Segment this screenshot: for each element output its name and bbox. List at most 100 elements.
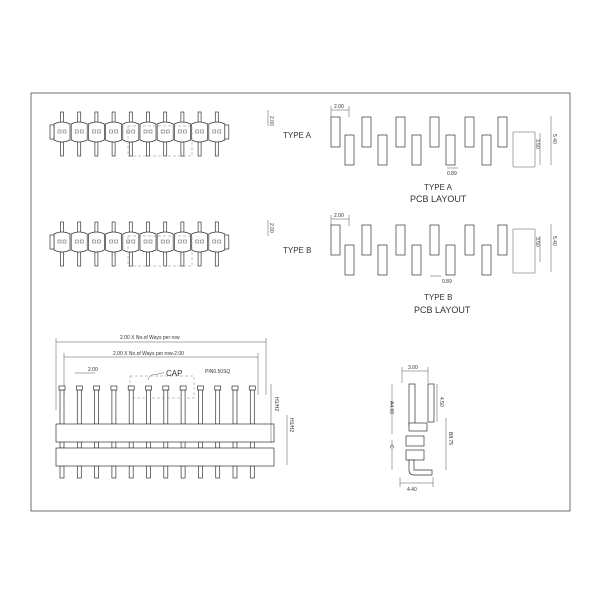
type-a-contact	[92, 129, 96, 134]
front-view: 2.00 X No.of Ways per row 2.00 X No.of W…	[55, 335, 294, 479]
type-a-row-dim-label: 3.50	[534, 139, 540, 149]
type-a-contact	[57, 129, 62, 134]
front-pin-tip	[145, 385, 152, 391]
type-a-pad	[344, 134, 355, 166]
type-b-height-dim-label: 2.00	[268, 223, 274, 233]
type-a-pad	[429, 116, 440, 148]
type-b-pad-width-label: 0.89	[442, 279, 452, 285]
type-a-housing-lobe	[139, 121, 157, 143]
type-a-height-dim-label: 2.00	[268, 116, 274, 126]
type-b-pad	[330, 224, 341, 256]
type-a-pad	[377, 134, 388, 166]
type-b-contact	[109, 239, 113, 244]
type-b-pcb-type-label: TYPE B	[424, 293, 452, 302]
type-b-pin-bottom	[146, 251, 150, 267]
overall-length-dim-label: 2.00 X No.of Ways per row	[120, 335, 180, 341]
type-b-contact	[74, 239, 79, 244]
type-a-housing-lobe	[88, 121, 105, 143]
front-pin-upper	[249, 389, 255, 425]
front-pin-tip	[75, 385, 83, 391]
type-b-end-cap-right	[224, 234, 230, 250]
type-b-side-view: 2.00 TYPE B	[49, 220, 311, 267]
front-pitch-dim-label: 2.00	[88, 367, 98, 373]
front-pin-tip	[58, 385, 66, 391]
type-b-end-cap-left	[49, 234, 55, 250]
profile-bent-lead	[408, 459, 433, 476]
front-pin-upper	[232, 389, 238, 425]
type-b-contact	[160, 239, 165, 244]
type-a-housing-lobe	[174, 121, 191, 143]
type-a-pin-bottom	[146, 141, 150, 157]
type-a-contact	[200, 129, 204, 134]
pin-size-label: PIN0.50SQ	[205, 369, 230, 375]
type-a-pad	[481, 134, 492, 166]
front-pin-tip	[110, 385, 118, 391]
type-b-pcb-layout: 2.00 0.89 3.50 5.40 TYPE B PCB LAYOUT	[330, 213, 557, 315]
front-pin-upper	[59, 389, 65, 425]
type-a-pad	[497, 116, 508, 148]
type-b-pad	[497, 224, 508, 256]
front-pin-middle	[232, 441, 238, 449]
type-b-housing-lobe	[208, 231, 226, 253]
type-a-pad	[361, 116, 372, 148]
type-b-housing-lobe	[53, 231, 71, 253]
cap-label: CAP	[166, 369, 182, 378]
type-a-housing-lobe	[122, 121, 140, 143]
type-a-pcb-pads	[330, 116, 536, 168]
front-pin-lower	[198, 465, 203, 479]
type-b-contact	[114, 239, 118, 244]
front-pin-middle	[128, 441, 134, 449]
type-a-contact	[148, 129, 153, 134]
type-a-housing-lobe	[156, 121, 174, 143]
upper-housing	[55, 423, 275, 443]
side-profile-view: 3.00 A4.00 C 4.50 B8.75 4.40	[388, 365, 453, 493]
front-pin-upper	[180, 389, 186, 425]
profile-right-dim-label: 4.50	[438, 397, 444, 407]
type-b-row-dim-label: 3.50	[534, 237, 540, 247]
type-a-pad	[411, 134, 422, 166]
type-b-contact	[57, 239, 62, 244]
type-a-end-cap-right	[224, 124, 230, 140]
type-b-pitch-dim-label: 2.00	[334, 213, 344, 219]
type-b-pad	[361, 224, 372, 256]
type-b-contact	[79, 239, 84, 244]
type-b-contact	[126, 239, 131, 244]
type-a-pin-bottom	[60, 141, 64, 157]
type-b-pin-bottom	[180, 251, 185, 267]
type-b-contact	[148, 239, 153, 244]
type-a-pin-bottom	[77, 141, 82, 157]
type-a-pin-bottom	[111, 141, 116, 157]
type-a-contact	[97, 129, 101, 134]
front-pin-middle	[163, 441, 169, 449]
type-b-pcb-pads	[330, 224, 536, 276]
type-b-pin-bottom	[111, 251, 116, 267]
type-b-housing-lobe	[88, 231, 105, 253]
profile-left-dim-label: A4.00	[388, 401, 394, 414]
profile-upper-pin	[408, 383, 416, 427]
front-right-dim-label-1: H1/H2	[273, 397, 279, 411]
profile-rear-post	[427, 383, 435, 423]
type-a-end-cap-left	[49, 124, 55, 140]
type-b-pad	[344, 244, 355, 276]
type-b-contact	[195, 239, 199, 244]
type-b-pin-bottom	[94, 251, 99, 267]
type-a-outline-block	[512, 131, 536, 168]
front-pin-tip	[231, 385, 239, 391]
sheet-border	[30, 92, 571, 512]
type-b-pin-bottom	[163, 251, 168, 267]
lower-housing	[55, 447, 275, 467]
type-a-pad	[395, 116, 406, 148]
front-pin-middle	[146, 441, 151, 449]
front-pin-upper	[215, 389, 221, 425]
type-b-contact	[212, 239, 217, 244]
type-b-contact	[97, 239, 101, 244]
type-b-pin-bottom	[128, 251, 133, 267]
type-b-side-label: TYPE B	[283, 246, 311, 255]
type-a-cap-outline	[127, 125, 193, 157]
type-a-housing-lobe	[191, 121, 208, 143]
front-pin-middle	[59, 441, 65, 449]
profile-right-dim-label-2: B8.75	[447, 432, 453, 445]
type-a-pin-bottom	[128, 141, 133, 157]
